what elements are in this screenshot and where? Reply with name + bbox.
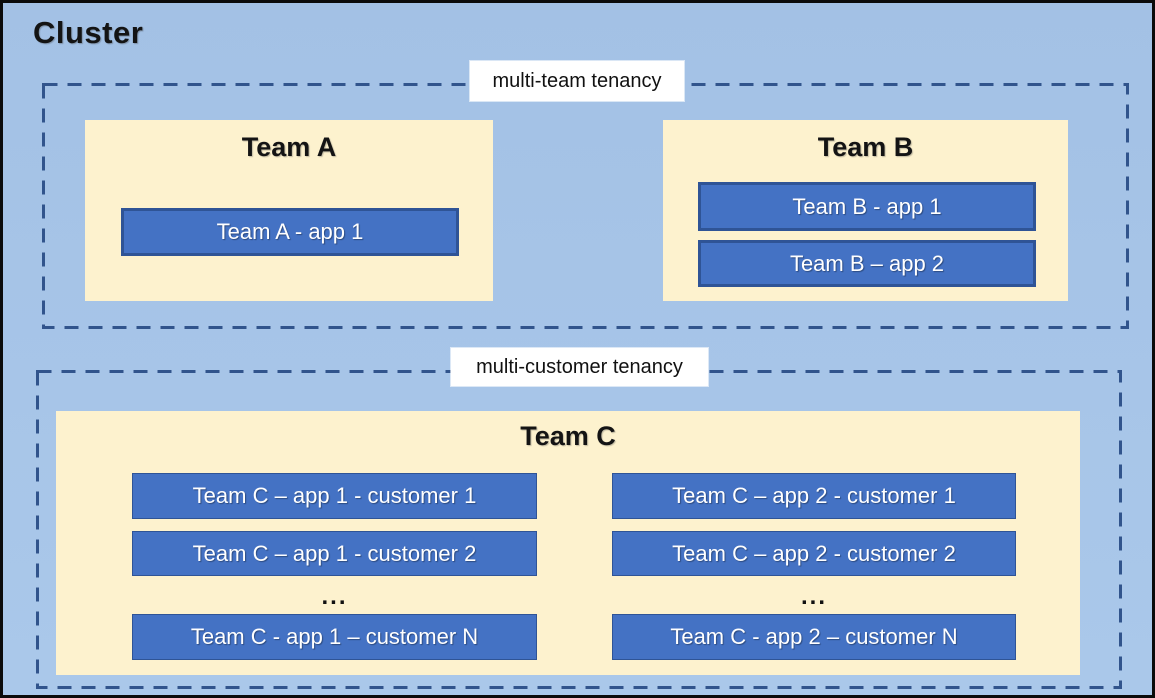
team-c-app-2-column: Team C – app 2 - customer 1 Team C – app… <box>612 473 1016 663</box>
team-b-app-1-box: Team B - app 1 <box>698 182 1036 231</box>
team-c-app-2-customer-2-box: Team C – app 2 - customer 2 <box>612 531 1016 576</box>
team-c-app-1-column: Team C – app 1 - customer 1 Team C – app… <box>132 473 537 663</box>
team-a-title: Team A <box>241 132 337 162</box>
team-c-app-1-customer-n-box: Team C - app 1 – customer N <box>132 614 537 660</box>
team-b-app-2-box: Team B – app 2 <box>698 240 1036 287</box>
team-a-app-1-box: Team A - app 1 <box>121 208 459 256</box>
team-b-title: Team B <box>817 132 914 162</box>
cluster-title: Cluster <box>33 15 144 50</box>
team-c-app-1-customer-2-box: Team C – app 1 - customer 2 <box>132 531 537 576</box>
team-c-app-1-customer-1-box: Team C – app 1 - customer 1 <box>132 473 537 519</box>
team-a-box: Team A Team A - app 1 <box>85 120 493 301</box>
team-c-box: Team C Team C – app 1 - customer 1 Team … <box>56 411 1080 675</box>
team-c-app-1-ellipsis: ... <box>321 583 348 610</box>
team-b-box: Team B Team B - app 1 Team B – app 2 <box>663 120 1068 301</box>
team-c-app-2-ellipsis: ... <box>800 583 827 610</box>
team-c-app-2-customer-n-box: Team C - app 2 – customer N <box>612 614 1016 660</box>
multi-customer-tenancy-label: multi-customer tenancy <box>451 348 708 386</box>
multi-team-tenancy-label: multi-team tenancy <box>470 61 684 101</box>
team-c-app-2-customer-1-box: Team C – app 2 - customer 1 <box>612 473 1016 519</box>
team-c-title: Team C <box>520 421 616 451</box>
